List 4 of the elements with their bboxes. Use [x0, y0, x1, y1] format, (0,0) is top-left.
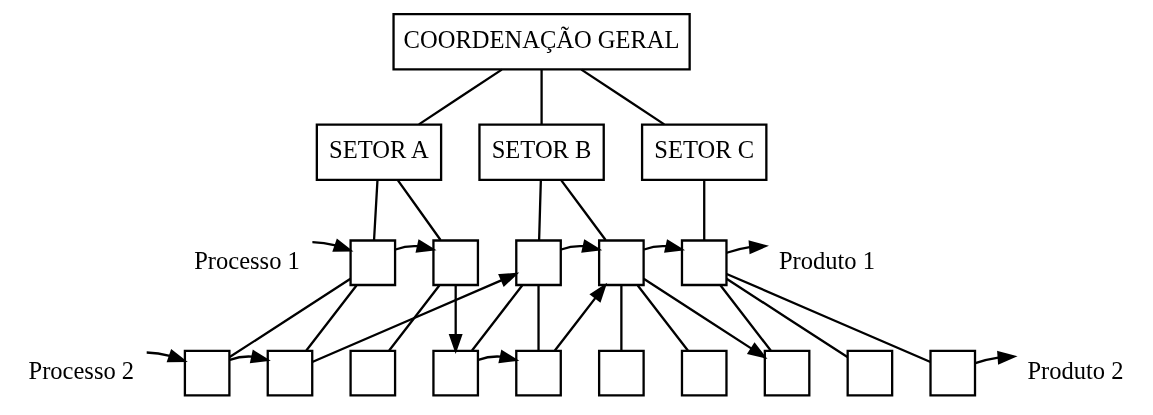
node-text: Processo 2 — [28, 357, 135, 385]
node-text: Processo 1 — [194, 246, 300, 274]
node-text: Produto 1 — [778, 246, 875, 274]
node-text: Produto 2 — [1027, 357, 1124, 385]
